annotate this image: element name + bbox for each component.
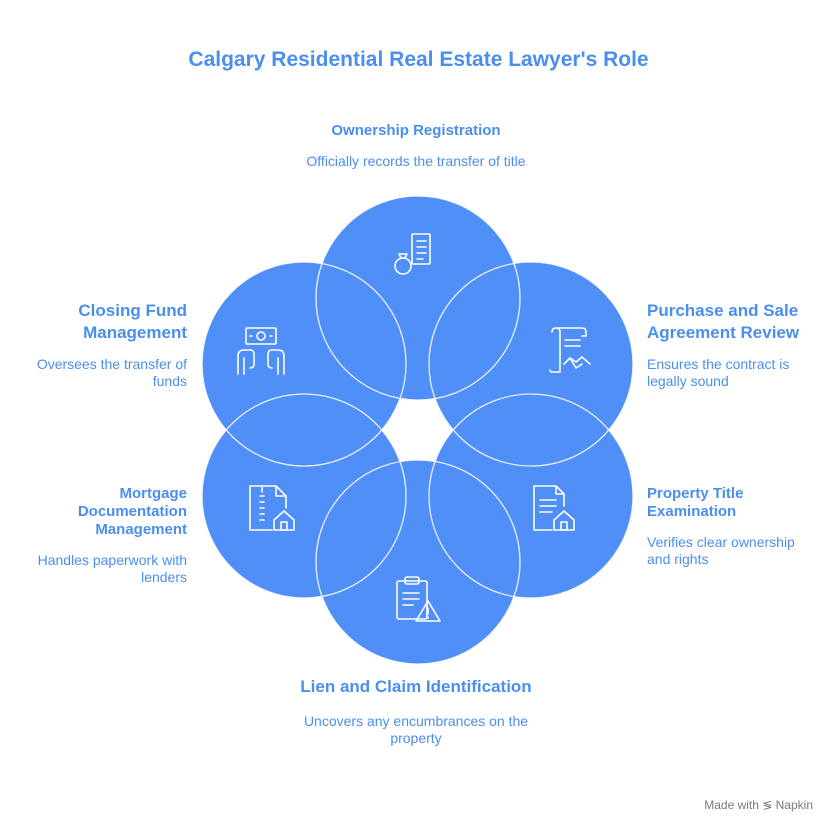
house-document-icon: [533, 485, 575, 531]
label-property-title-examination: Property Title Examination Verifies clea…: [647, 485, 817, 568]
clipboard-warning-icon: [396, 576, 441, 622]
circle-outlines: [201, 195, 634, 665]
heading: Mortgage Documentation Management: [77, 485, 187, 538]
label-purchase-sale-review: Purchase and Sale Agreement Review Ensur…: [647, 300, 822, 390]
ring-document-icon: [394, 233, 431, 275]
page-title: Calgary Residential Real Estate Lawyer's…: [188, 48, 649, 71]
label-ownership-registration: Ownership Registration Officially record…: [300, 122, 532, 170]
heading: Lien and Claim Identification: [300, 677, 532, 696]
heading: Purchase and Sale Agreement Review: [647, 301, 800, 342]
handshake-contract-icon: [549, 327, 591, 373]
circles: [202, 196, 633, 664]
description: Handles paperwork with lenders: [37, 552, 187, 585]
description: Ensures the contract is legally sound: [647, 356, 790, 389]
money-exchange-icon: [237, 327, 285, 375]
heading: Closing Fund Management: [78, 301, 187, 342]
mortgage-document-icon: [249, 485, 295, 531]
heading: Property Title Examination: [647, 485, 744, 520]
label-lien-claim-identification: Lien and Claim Identification Uncovers a…: [300, 676, 532, 747]
circle-closing-fund-management: [202, 262, 406, 466]
description: Verifies clear ownership and rights: [647, 534, 795, 567]
label-mortgage-documentation: Mortgage Documentation Management Handle…: [20, 485, 187, 586]
napkin-watermark[interactable]: Made with ≶ Napkin: [704, 798, 813, 812]
heading: Ownership Registration: [331, 122, 501, 139]
description: Uncovers any encumbrances on the propert…: [303, 713, 529, 746]
description: Oversees the transfer of funds: [36, 356, 187, 389]
label-closing-fund-management: Closing Fund Management Oversees the tra…: [20, 300, 187, 390]
description: Officially records the transfer of title: [306, 153, 526, 169]
